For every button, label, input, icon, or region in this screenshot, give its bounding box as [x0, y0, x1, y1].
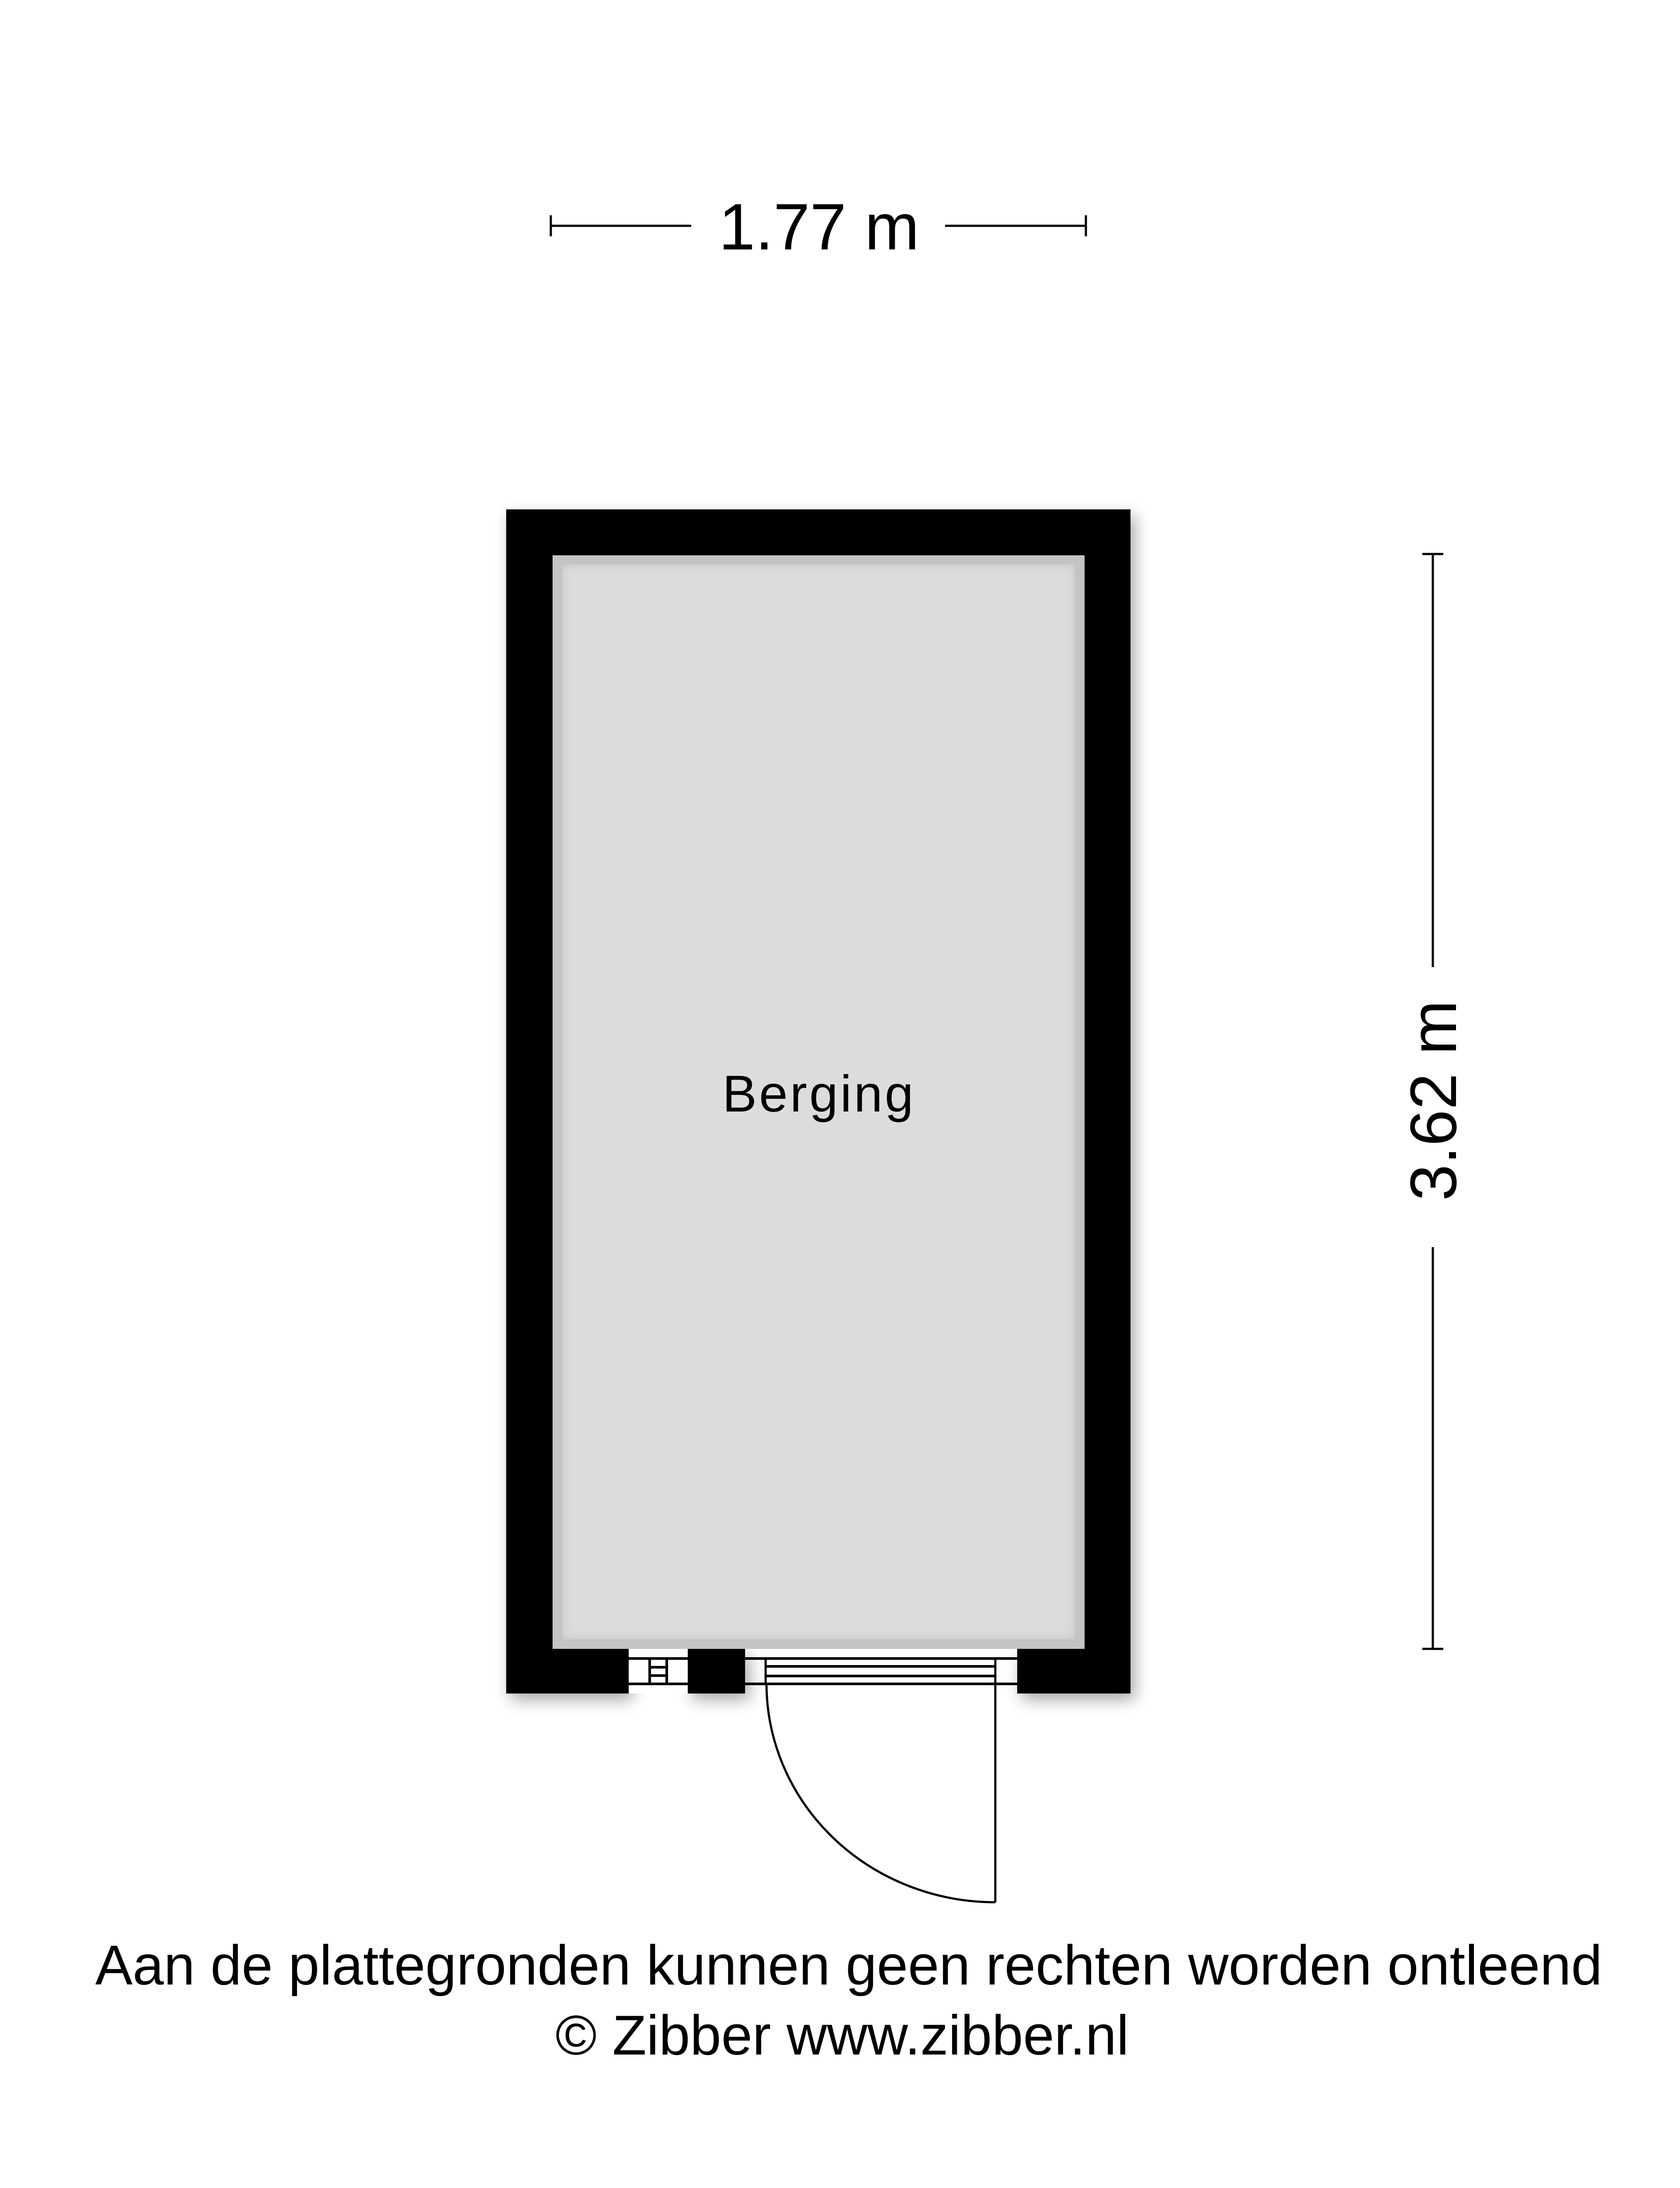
width-dimension: 1.77 m [550, 190, 1087, 263]
copyright-text: © Zibber www.zibber.nl [556, 2004, 1129, 2067]
door [745, 1657, 1017, 1904]
window [629, 1649, 688, 1694]
room-label: Berging [722, 1065, 916, 1123]
height-label: 3.62 m [1396, 1000, 1470, 1201]
width-label: 1.77 m [719, 190, 920, 263]
floor-plan: 1.77 m 3.62 m Berging Aan de plattegrond… [95, 190, 1603, 2067]
door-swing-arc [765, 1683, 996, 1904]
room-floor [553, 555, 1085, 1649]
disclaimer-text: Aan de plattegronden kunnen geen rechten… [95, 1934, 1603, 1997]
height-dimension: 3.62 m [1396, 553, 1470, 1650]
